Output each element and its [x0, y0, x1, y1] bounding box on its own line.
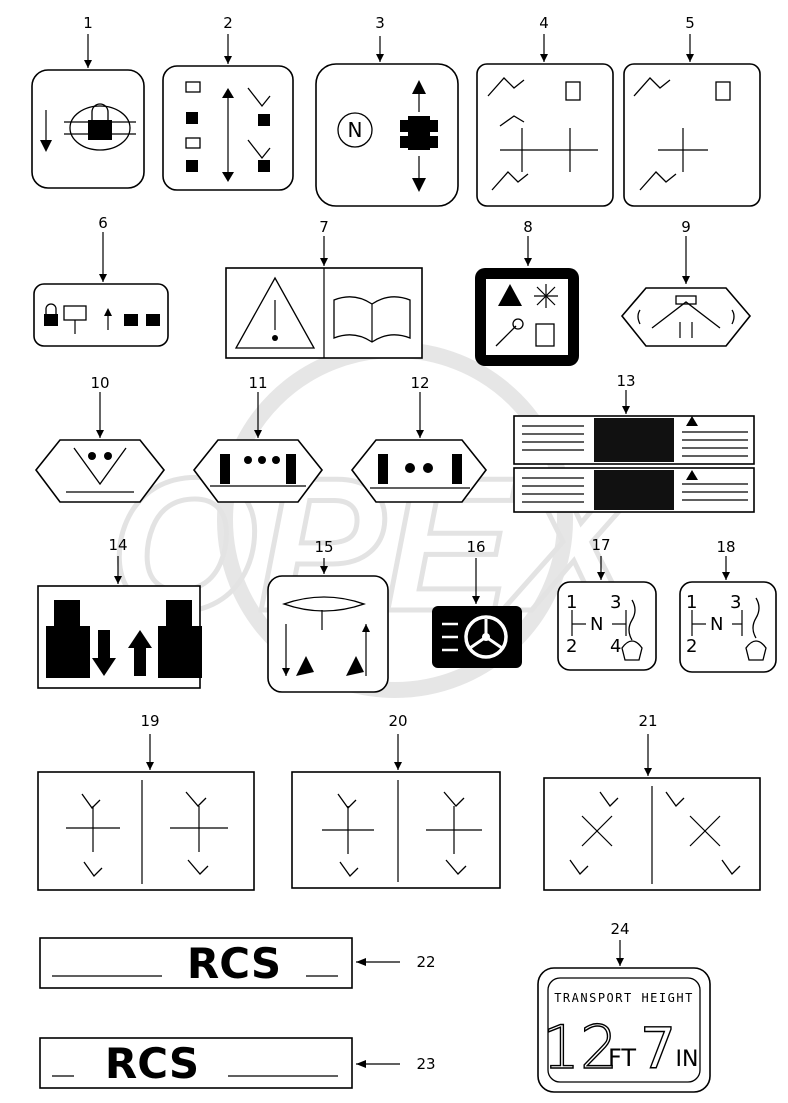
- callout-10: 10: [90, 374, 110, 392]
- snowflake-icon: [534, 284, 558, 308]
- decal-18: [679, 556, 777, 673]
- callout-9: 9: [681, 218, 691, 236]
- warning-triangle-icon: [234, 276, 316, 349]
- neutral-label: N: [590, 614, 604, 635]
- callout-17: 17: [591, 536, 611, 554]
- gear-4-label: 4: [610, 636, 622, 657]
- decal-9: [620, 236, 752, 347]
- decal-7: [225, 236, 423, 359]
- decal-8: [475, 236, 579, 366]
- decal-3: N: [315, 36, 459, 207]
- callout-15: 15: [314, 538, 334, 556]
- inch-unit: IN: [676, 1047, 699, 1072]
- decal-19: [37, 734, 255, 891]
- decal-23: RCS: [39, 1037, 400, 1089]
- callout-3: 3: [375, 14, 385, 32]
- arrow-icon: [412, 80, 426, 192]
- decal-21: [543, 734, 761, 891]
- tractor-icon: [400, 116, 438, 150]
- feet-value: 12: [542, 1013, 618, 1083]
- decal-13: [513, 390, 755, 513]
- callout-23: 23: [416, 1055, 436, 1073]
- callout-20: 20: [388, 712, 408, 730]
- decal-17: [557, 556, 657, 671]
- callout-7: 7: [319, 218, 329, 236]
- decal-11: [192, 392, 324, 503]
- callout-12: 12: [410, 374, 430, 392]
- decal-22: RCS: [39, 937, 400, 989]
- callout-2: 2: [223, 14, 233, 32]
- decal-10: [34, 392, 166, 503]
- gear-1-label: 1: [686, 592, 698, 613]
- callout-18: 18: [716, 538, 736, 556]
- callout-11: 11: [248, 374, 268, 392]
- callout-21: 21: [638, 712, 658, 730]
- neutral-label: N: [710, 614, 724, 635]
- lock-icon: [44, 303, 58, 326]
- steering-wheel-icon: [464, 615, 508, 659]
- callout-14: 14: [108, 536, 128, 554]
- warning-triangle-icon: [686, 416, 698, 480]
- callout-4: 4: [539, 14, 549, 32]
- book-icon: [333, 296, 411, 343]
- rcs-label: RCS: [187, 939, 281, 988]
- callout-22: 22: [416, 953, 436, 971]
- wrench-icon: [495, 318, 524, 347]
- decal-16: [432, 558, 522, 668]
- lock-icon: [64, 103, 136, 151]
- decal-14: [37, 556, 202, 689]
- callout-1: 1: [83, 14, 93, 32]
- decal-4: [476, 34, 614, 207]
- decal-1: [31, 34, 145, 189]
- gear-3-label: 3: [610, 592, 622, 613]
- callout-5: 5: [685, 14, 695, 32]
- neutral-label: N: [348, 118, 363, 142]
- arrow-icon: [92, 630, 152, 676]
- callout-6: 6: [98, 214, 108, 232]
- gear-2-label: 2: [566, 636, 578, 657]
- feet-unit: FT: [608, 1044, 636, 1072]
- decal-5: [623, 34, 761, 207]
- callout-24: 24: [610, 920, 630, 938]
- transport-height-title: TRANSPORT HEIGHT: [554, 991, 694, 1005]
- decal-2: [162, 34, 294, 191]
- gear-2-label: 2: [686, 636, 698, 657]
- decal-12: [350, 392, 488, 503]
- decal-15: [267, 558, 389, 693]
- callout-19: 19: [140, 712, 160, 730]
- callout-13: 13: [616, 372, 636, 390]
- gear-3-label: 3: [730, 592, 742, 613]
- warning-triangle-icon: [498, 284, 522, 306]
- lock-icon: [186, 112, 270, 172]
- inch-value: 7: [640, 1017, 676, 1082]
- callout-16: 16: [466, 538, 486, 556]
- decal-20: [291, 734, 501, 889]
- rcs-label: RCS: [105, 1039, 199, 1088]
- gear-1-label: 1: [566, 592, 578, 613]
- arrow-icon: [40, 110, 52, 152]
- callout-8: 8: [523, 218, 533, 236]
- decal-6: [33, 232, 169, 347]
- decal-24: TRANSPORT HEIGHT 12 FT 7 IN: [537, 940, 711, 1093]
